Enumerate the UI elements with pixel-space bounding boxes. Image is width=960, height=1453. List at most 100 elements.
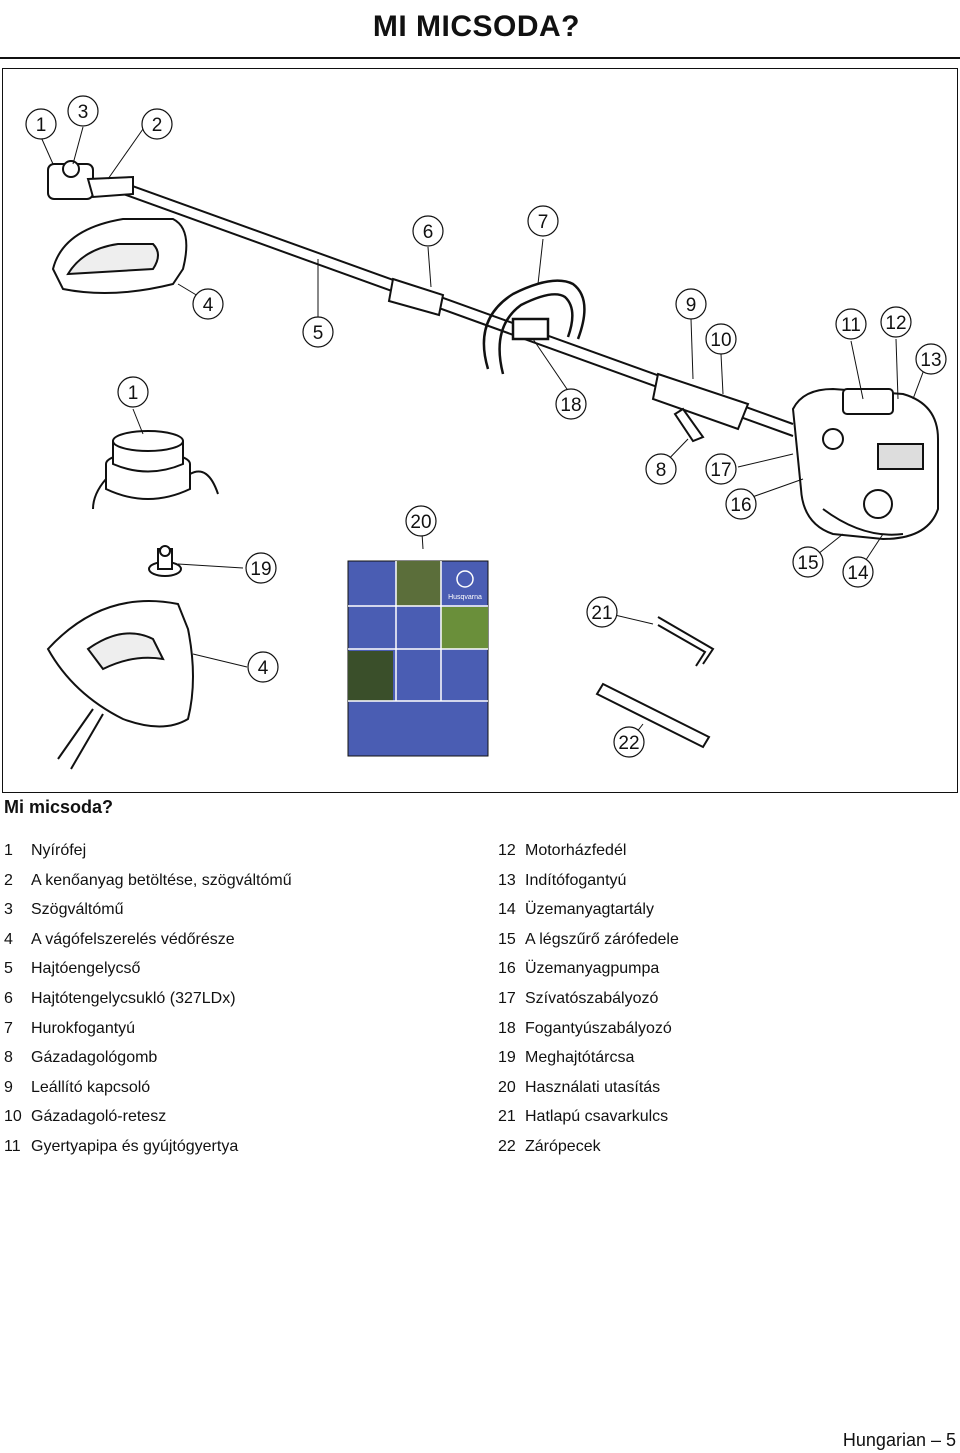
header-divider <box>0 57 960 59</box>
part-label: Hatlapú csavarkulcs <box>525 1108 669 1126</box>
drive-disc <box>148 545 182 577</box>
callout-label: 15 <box>797 553 818 574</box>
callout-label: 1 <box>36 115 47 136</box>
part-label: Leállító kapcsoló <box>31 1078 151 1096</box>
trimmer-head <box>47 160 188 294</box>
part-number: 8 <box>4 1049 13 1067</box>
part-label: Használati utasítás <box>525 1078 661 1096</box>
callout-label: 16 <box>730 495 751 516</box>
callout-label: 2 <box>152 115 163 136</box>
callout-marker <box>555 388 587 420</box>
trimmer-illustration: Husqvarna <box>25 95 947 770</box>
page-title: MI MICSODA? <box>372 10 580 43</box>
callout-label: 11 <box>841 315 861 336</box>
callout-label: 8 <box>656 460 667 481</box>
callout-marker <box>527 205 559 237</box>
callout-label: 19 <box>250 559 271 580</box>
callout-marker <box>67 95 99 127</box>
callout-marker <box>792 546 824 578</box>
part-number: 19 <box>498 1049 516 1067</box>
callout-marker <box>645 453 677 485</box>
list-item: 18 Fogantyúszabályozó <box>498 1014 679 1044</box>
callout-label: 14 <box>847 563 869 584</box>
part-number: 5 <box>4 960 13 978</box>
part-number: 12 <box>498 842 516 859</box>
part-label: Motorházfedél <box>525 842 627 859</box>
list-item: 11 Gyertyapipa és gyújtógyertya <box>4 1132 292 1162</box>
part-label: Indítófogantyú <box>525 871 627 889</box>
part-number: 9 <box>4 1078 13 1096</box>
callout-label: 12 <box>885 313 906 334</box>
callout-marker <box>302 316 334 348</box>
part-label: Meghajtótárcsa <box>525 1049 635 1067</box>
manual-cover: Husqvarna <box>347 560 489 757</box>
part-number: 15 <box>498 930 516 948</box>
callout-label: 20 <box>410 512 431 533</box>
part-label: Üzemanyagpumpa <box>525 960 660 978</box>
product-diagram: Husqvarna <box>2 68 958 793</box>
list-item: 16 Üzemanyagpumpa <box>498 954 679 984</box>
shaft-coupling <box>387 277 445 317</box>
callout-label: 4 <box>203 295 214 316</box>
callout-marker <box>675 288 707 320</box>
loop-handle <box>482 279 586 375</box>
list-item: 19 Meghajtótárcsa <box>498 1043 679 1073</box>
list-item: 8 Gázadagológomb <box>4 1043 292 1073</box>
part-number: 21 <box>498 1108 516 1126</box>
part-number: 16 <box>498 960 516 978</box>
callout-marker <box>25 108 57 140</box>
part-number: 17 <box>498 989 516 1007</box>
callout-marker <box>835 308 867 340</box>
throttle-handle <box>651 372 750 443</box>
part-number: 20 <box>498 1078 516 1096</box>
part-label: Zárópecek <box>525 1137 601 1155</box>
section-title: Mi micsoda? <box>4 797 114 817</box>
part-number: 18 <box>498 1019 516 1037</box>
callout-marker <box>586 596 618 628</box>
part-number: 3 <box>4 901 13 919</box>
callout-marker <box>915 343 947 375</box>
list-item: 21 Hatlapú csavarkulcs <box>498 1102 679 1132</box>
callout-labels: 1 3 2 6 7 4 5 9 10 11 12 13 1 1 <box>25 95 947 758</box>
callout-label: 17 <box>710 460 731 481</box>
locking-pin <box>595 682 711 749</box>
callout-label: 1 <box>128 383 139 404</box>
callout-marker <box>247 651 279 683</box>
part-label: Fogantyúszabályozó <box>525 1019 672 1037</box>
callout-marker <box>117 376 149 408</box>
callout-marker <box>613 726 645 758</box>
hex-key <box>657 616 715 667</box>
part-number: 7 <box>4 1019 13 1037</box>
callout-marker <box>192 288 224 320</box>
callout-marker <box>245 552 277 584</box>
callout-label: 21 <box>591 603 612 624</box>
callout-marker <box>705 323 737 355</box>
callout-label: 13 <box>920 350 941 371</box>
list-item: 20 Használati utasítás <box>498 1073 679 1103</box>
part-label: Nyírófej <box>31 842 87 859</box>
page-footer: Hungarian – 5 <box>842 1430 956 1450</box>
part-label: Gázadagoló-retesz <box>31 1108 167 1126</box>
list-item: 7 Hurokfogantyú <box>4 1014 292 1044</box>
part-label: Üzemanyagtartály <box>525 901 654 919</box>
part-label: Gyertyapipa és gyújtógyertya <box>31 1137 239 1155</box>
callout-marker <box>725 488 757 520</box>
callout-marker <box>842 556 874 588</box>
part-label: Gázadagológomb <box>31 1049 158 1067</box>
manual-brand: Husqvarna <box>448 594 482 601</box>
part-number: 11 <box>4 1137 21 1155</box>
callout-label: 22 <box>618 733 639 754</box>
part-label: A kenőanyag betöltése, szögváltómű <box>31 871 292 889</box>
part-label: Hajtótengelycsukló (327LDx) <box>31 989 236 1007</box>
callout-label: 5 <box>313 323 324 344</box>
part-label: Hurokfogantyú <box>31 1019 136 1037</box>
